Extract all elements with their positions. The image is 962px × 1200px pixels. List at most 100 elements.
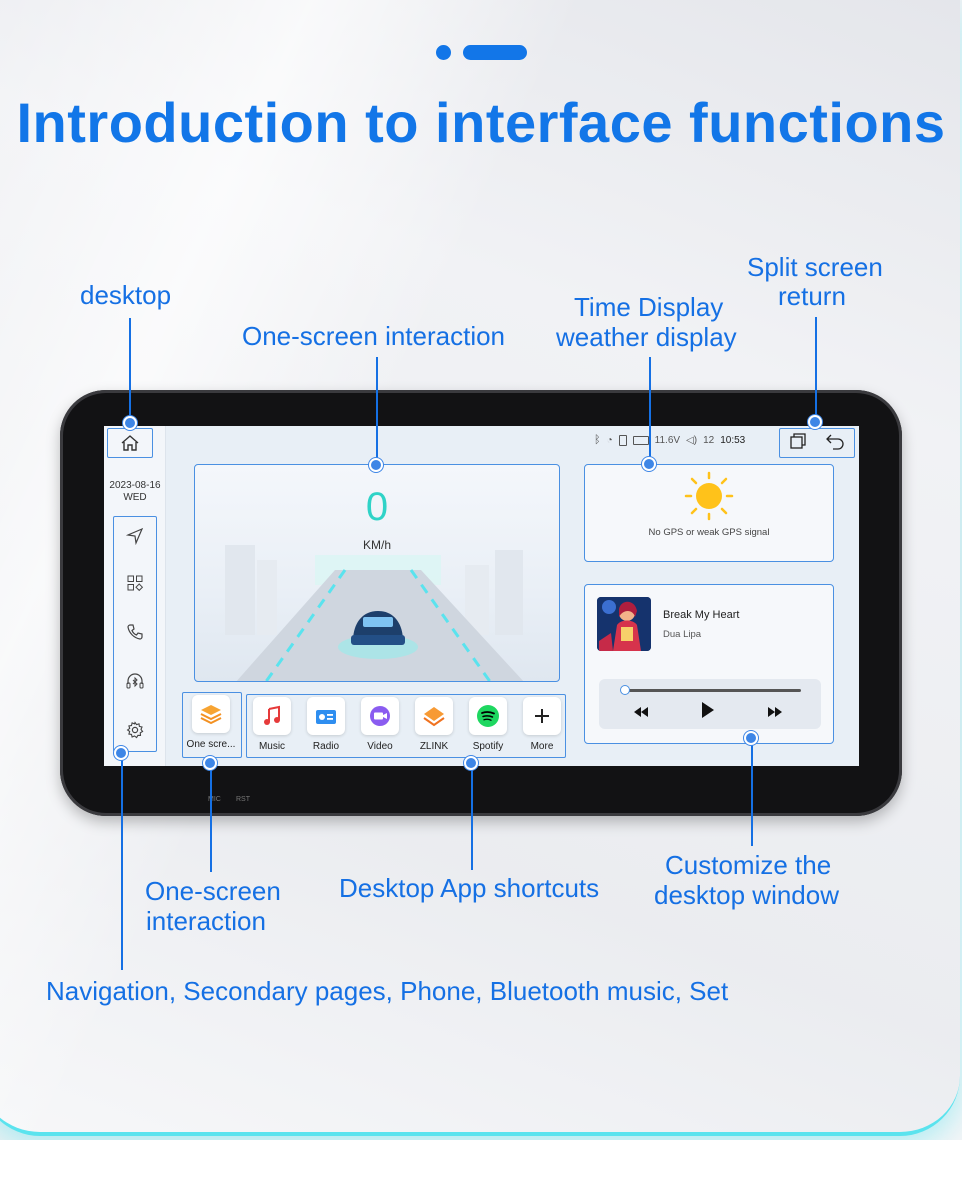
speed-value: 0 bbox=[365, 485, 389, 529]
app-tile bbox=[415, 697, 453, 735]
callout-time-display: Time Display bbox=[574, 292, 724, 322]
app-more[interactable]: More bbox=[517, 697, 567, 752]
bottom-strip bbox=[0, 1140, 962, 1200]
zlink-icon bbox=[423, 707, 445, 727]
back-arrow-icon bbox=[826, 434, 844, 450]
navigation-button[interactable] bbox=[124, 525, 146, 547]
split-screen-icon bbox=[790, 432, 806, 449]
callout-one-screen-bottom-1: One-screen bbox=[145, 876, 281, 906]
battery-icon bbox=[632, 435, 649, 445]
app-spotify[interactable]: Spotify bbox=[463, 697, 513, 752]
callout-customize-2: desktop window bbox=[654, 880, 839, 910]
phone-icon bbox=[127, 624, 143, 640]
progress-knob[interactable] bbox=[619, 685, 630, 695]
app-tile bbox=[469, 697, 507, 735]
app-label: Spotify bbox=[472, 741, 504, 752]
callout-one-screen-bottom-2: interaction bbox=[146, 906, 266, 936]
app-music[interactable]: Music bbox=[247, 697, 297, 752]
pin-one-screen-bottom bbox=[203, 756, 217, 770]
callout-return: return bbox=[778, 281, 846, 311]
play-button[interactable] bbox=[701, 701, 715, 722]
volume-icon: ◁) bbox=[686, 434, 698, 446]
pin-one-screen-top bbox=[369, 458, 383, 472]
app-tile bbox=[523, 697, 561, 735]
layers-icon bbox=[200, 705, 222, 725]
spotify-icon bbox=[477, 705, 499, 727]
callout-split-screen: Split screen bbox=[747, 252, 883, 282]
apps-grid-icon bbox=[127, 575, 144, 592]
previous-button[interactable] bbox=[633, 705, 649, 721]
app-radio[interactable]: Radio bbox=[301, 697, 351, 752]
road-scene-illustration bbox=[225, 545, 524, 681]
date-display: 2023-08-16 WED bbox=[104, 480, 166, 504]
callout-app-shortcuts: Desktop App shortcuts bbox=[339, 873, 600, 903]
navigation-arrow-icon bbox=[126, 527, 144, 545]
settings-button[interactable] bbox=[124, 719, 146, 741]
phone-button[interactable] bbox=[124, 621, 146, 643]
progress-bar[interactable] bbox=[621, 689, 801, 692]
callout-one-screen-top: One-screen interaction bbox=[242, 321, 506, 351]
voltage-text: 11.6V bbox=[654, 434, 681, 446]
nav-icon-group bbox=[113, 516, 157, 752]
album-art-image bbox=[597, 597, 651, 651]
weather-message: No GPS or weak GPS signal bbox=[648, 527, 770, 538]
leader-navigation bbox=[121, 754, 123, 970]
app-zlink[interactable]: ZLINK bbox=[409, 697, 459, 752]
one-screen-shortcut[interactable]: One scre... bbox=[182, 692, 242, 758]
page-title: Introduction to interface functions bbox=[16, 91, 946, 154]
split-screen-button[interactable] bbox=[789, 432, 807, 455]
rst-label: RST bbox=[236, 796, 250, 803]
dot-decoration bbox=[436, 45, 451, 60]
one-screen-tile bbox=[192, 695, 230, 733]
leader-app-shortcuts bbox=[471, 764, 473, 870]
app-shortcuts-bar: Music Radio Video ZLINK Spotify bbox=[246, 694, 566, 758]
speed-unit: KM/h bbox=[362, 538, 391, 552]
callout-customize-1: Customize the bbox=[665, 850, 832, 880]
home-icon bbox=[121, 435, 139, 451]
home-button[interactable] bbox=[107, 428, 153, 458]
leader-split-screen bbox=[815, 317, 817, 424]
pin-app-shortcuts bbox=[464, 756, 478, 770]
leader-customize bbox=[751, 740, 753, 846]
pin-desktop bbox=[123, 416, 137, 430]
pin-navigation bbox=[114, 746, 128, 760]
apps-button[interactable] bbox=[124, 572, 146, 594]
bluetooth-headphones-icon bbox=[126, 673, 144, 689]
pin-split-screen bbox=[808, 415, 822, 429]
usb-icon bbox=[618, 434, 627, 446]
volume-text: 12 bbox=[703, 434, 715, 446]
leader-desktop bbox=[129, 318, 131, 424]
music-card[interactable]: Break My Heart Dua Lipa bbox=[584, 584, 834, 744]
one-screen-app[interactable]: One scre... bbox=[186, 695, 236, 750]
status-bar: ᛒ ◔ 11.6V ◁) 12 10:53 bbox=[594, 434, 745, 446]
pin-time-weather bbox=[642, 457, 656, 471]
album-art bbox=[597, 597, 651, 651]
song-artist: Dua Lipa bbox=[663, 629, 702, 640]
playback-controls bbox=[599, 679, 821, 729]
app-tile bbox=[307, 697, 345, 735]
sidebar: 2023-08-16 WED bbox=[104, 426, 166, 766]
leader-one-screen-top bbox=[376, 357, 378, 465]
next-button[interactable] bbox=[767, 705, 783, 721]
callout-desktop: desktop bbox=[80, 280, 172, 310]
app-tile bbox=[253, 697, 291, 735]
return-button[interactable] bbox=[825, 432, 845, 455]
fast-forward-icon bbox=[768, 707, 782, 717]
clock-text: 10:53 bbox=[720, 434, 746, 446]
date-text: 2023-08-16 bbox=[109, 480, 161, 491]
app-tile bbox=[361, 697, 399, 735]
callout-weather-display: weather display bbox=[556, 322, 737, 352]
weather-card[interactable]: No GPS or weak GPS signal bbox=[584, 464, 834, 562]
app-label: Video bbox=[367, 741, 393, 752]
radio-icon bbox=[316, 710, 336, 724]
speedometer-card[interactable]: 0 KM/h bbox=[194, 464, 560, 682]
bluetooth-music-button[interactable] bbox=[124, 670, 146, 692]
weekday-text: WED bbox=[123, 492, 147, 503]
app-label: More bbox=[530, 741, 554, 752]
app-video[interactable]: Video bbox=[355, 697, 405, 752]
song-title: Break My Heart bbox=[663, 609, 740, 621]
decorative-dots bbox=[436, 45, 527, 60]
callout-navigation-row: Navigation, Secondary pages, Phone, Blue… bbox=[46, 976, 729, 1006]
device-screen: 2023-08-16 WED ᛒ ◔ 11.6V ◁) bbox=[104, 426, 859, 766]
play-icon bbox=[702, 702, 714, 718]
